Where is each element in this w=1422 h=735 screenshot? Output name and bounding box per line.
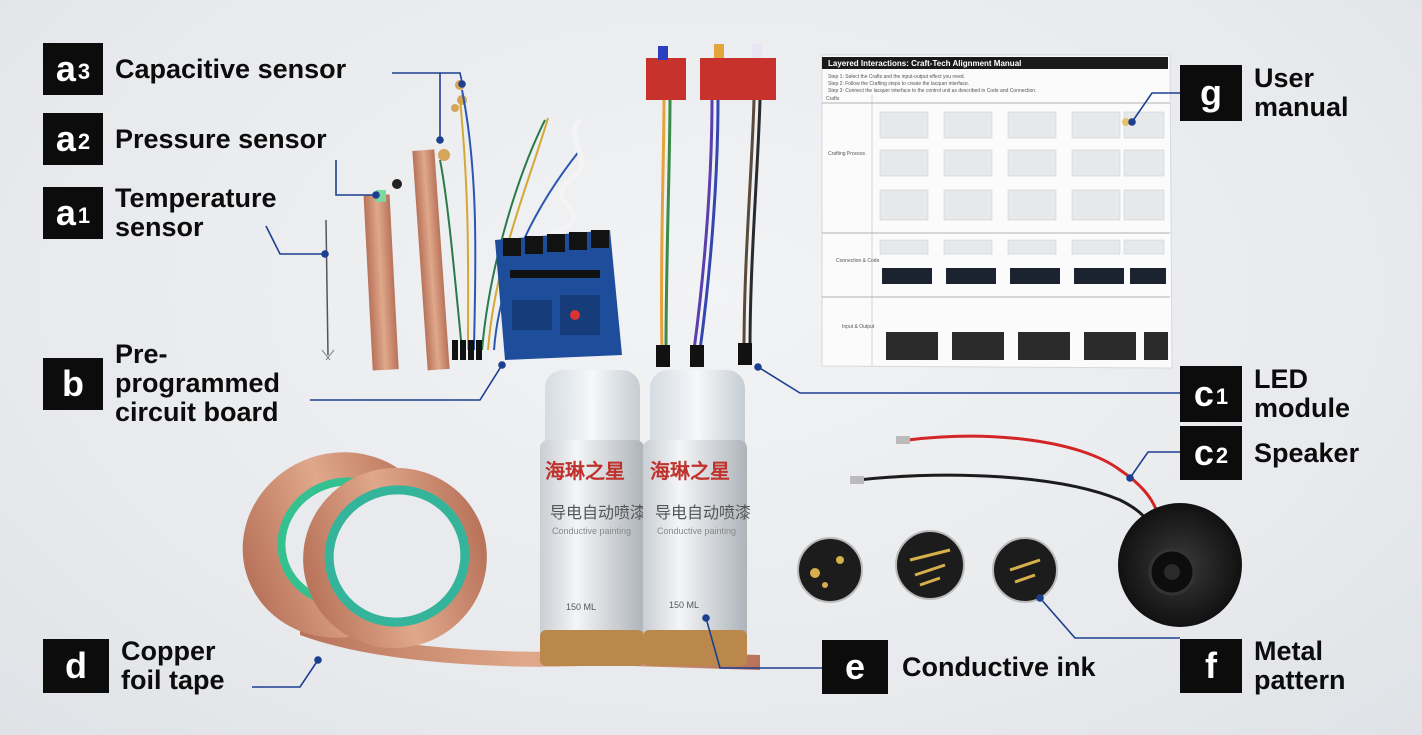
spray-can-left: 海琳之星 导电自动喷漆 Conductive painting 150 ML [540, 370, 646, 666]
spray-can-brand-left: 海琳之星 [545, 459, 625, 483]
manual-title: Layered Interactions: Craft-Tech Alignme… [828, 59, 1021, 68]
label-a2-text: Pressure sensor [115, 123, 327, 154]
manual-step-2: Step 2: Follow the Crafting steps to cre… [828, 81, 969, 87]
spray-can-right: 海琳之星 导电自动喷漆 Conductive painting 150 ML [643, 370, 751, 666]
spray-can-volume-right: 150 ML [669, 600, 699, 610]
badge-d: d [43, 639, 109, 693]
spray-can-product-left: 导电自动喷漆 [550, 504, 646, 522]
temperature-sensor [321, 219, 335, 361]
manual-step-1: Step 1: Select the Crafts and the input-… [828, 74, 965, 80]
manual-step-3: Step 3: Connect the lacquer interface to… [828, 88, 1036, 94]
manual-row-crafts: Crafts [826, 96, 840, 102]
manual-row-connection: Connection & Code [836, 258, 880, 264]
badge-f: f [1180, 639, 1242, 693]
label-e-text: Conductive ink [902, 651, 1096, 682]
spray-can-volume-left: 150 ML [566, 602, 596, 612]
spray-can-english-left: Conductive painting [552, 526, 631, 536]
copper-foil-tape [242, 452, 760, 670]
spray-can-product-right: 导电自动喷漆 [655, 504, 751, 522]
badge-g: g [1180, 65, 1242, 121]
badge-e: e [822, 640, 888, 694]
manual-row-io: Input & Output [842, 324, 875, 330]
label-a3-text: Capacitive sensor [115, 53, 347, 84]
badge-b: b [43, 358, 103, 410]
spray-can-brand-right: 海琳之星 [650, 459, 730, 483]
leader-lines [252, 72, 1180, 688]
pressure-sensor [363, 179, 402, 371]
manual-row-process: Crafting Process [828, 151, 865, 157]
label-c2-text: Speaker [1254, 437, 1360, 468]
metal-pattern-discs [797, 530, 1058, 603]
label-e: e Conductive ink [822, 640, 1096, 694]
circuit-board [495, 230, 622, 360]
user-manual-sheet: Layered Interactions: Craft-Tech Alignme… [821, 54, 1173, 369]
led-modules [646, 44, 776, 367]
speaker [850, 434, 1242, 627]
spray-can-english-right: Conductive painting [657, 526, 736, 536]
capacitive-sensor [412, 80, 581, 371]
